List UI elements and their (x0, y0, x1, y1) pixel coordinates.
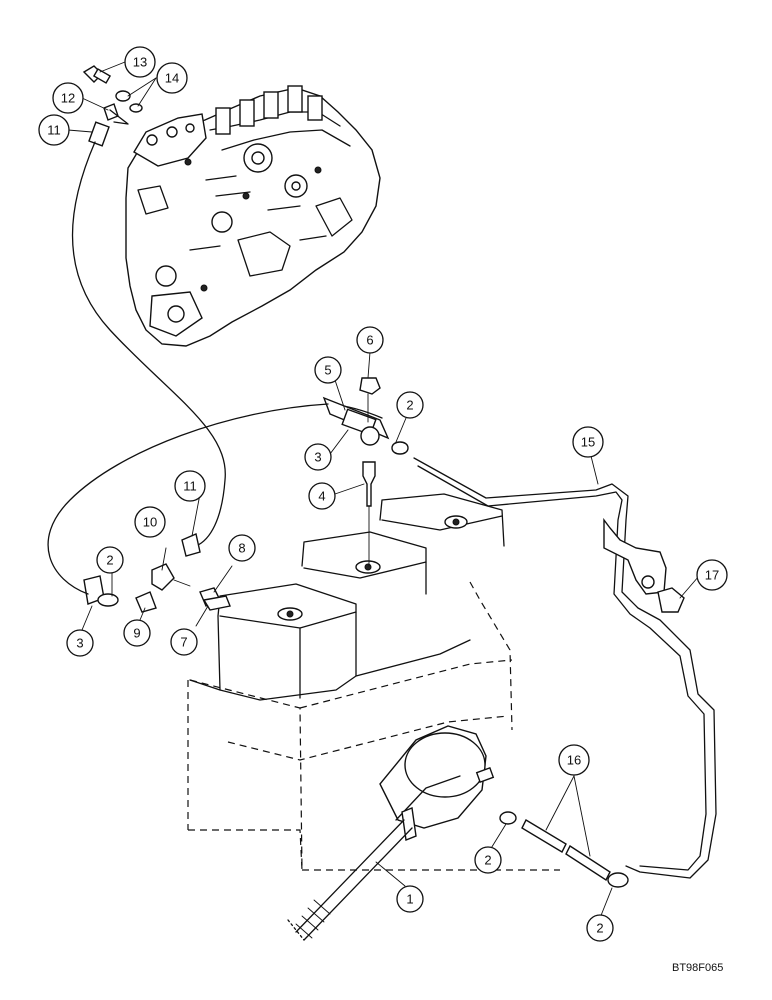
svg-text:15: 15 (581, 435, 595, 450)
callout-6: 6 (356, 326, 384, 354)
svg-text:14: 14 (165, 71, 179, 86)
svg-text:2: 2 (106, 553, 113, 568)
return-hose (71, 141, 226, 547)
callout-1: 1 (396, 885, 424, 913)
callout-14: 14 (156, 62, 188, 94)
svg-text:6: 6 (366, 333, 373, 348)
callout-3: 3 (66, 629, 94, 657)
callouts: 13 14 12 11 6 5 2 3 15 4 11 10 8 2 17 3 … (38, 46, 728, 942)
callout-17: 17 (696, 559, 728, 591)
callout-4: 4 (308, 482, 336, 510)
callout-12: 12 (52, 82, 84, 114)
svg-text:9: 9 (133, 626, 140, 641)
svg-text:8: 8 (238, 541, 245, 556)
vacuum-hose (499, 811, 629, 888)
pump-fittings (82, 65, 143, 147)
svg-text:10: 10 (143, 515, 157, 530)
callout-10: 10 (134, 506, 166, 538)
callout-2: 2 (96, 546, 124, 574)
svg-text:16: 16 (567, 753, 581, 768)
svg-text:1: 1 (406, 892, 413, 907)
valve-cover (189, 493, 505, 701)
callout-11: 11 (174, 470, 206, 502)
callout-3: 3 (304, 443, 332, 471)
banjo-fitting-assembly (322, 377, 409, 567)
callout-7: 7 (170, 628, 198, 656)
callout-2: 2 (396, 391, 424, 419)
svg-text:3: 3 (314, 450, 321, 465)
svg-text:11: 11 (183, 479, 197, 494)
callout-11: 11 (38, 114, 70, 146)
callout-2: 2 (474, 846, 502, 874)
svg-text:2: 2 (406, 398, 413, 413)
fuel-line-assembly (413, 457, 717, 879)
callout-13: 13 (124, 46, 156, 78)
left-fitting-group (83, 533, 231, 613)
svg-text:5: 5 (324, 363, 331, 378)
svg-text:12: 12 (61, 91, 75, 106)
callout-5: 5 (314, 356, 342, 384)
svg-text:4: 4 (318, 489, 325, 504)
svg-text:2: 2 (484, 853, 491, 868)
svg-text:2: 2 (596, 921, 603, 936)
left-leaders (81, 493, 233, 631)
svg-text:13: 13 (133, 55, 147, 70)
callout-9: 9 (123, 619, 151, 647)
center-leaders (329, 351, 407, 495)
svg-text:3: 3 (76, 636, 83, 651)
svg-text:11: 11 (47, 123, 61, 138)
svg-text:17: 17 (705, 568, 719, 583)
right-leaders (589, 451, 700, 599)
engine-head-outline (187, 581, 560, 871)
pump-leaders (67, 61, 157, 133)
vacuum-actuator (287, 725, 495, 941)
callout-2: 2 (586, 914, 614, 942)
figure-reference: BT98F065 (672, 962, 723, 974)
left-hose-loop (47, 403, 329, 595)
callout-15: 15 (572, 426, 604, 458)
callout-8: 8 (228, 534, 256, 562)
svg-text:7: 7 (180, 635, 187, 650)
callout-16: 16 (558, 744, 590, 776)
bottom-leaders (375, 775, 613, 919)
injection-pump (125, 85, 381, 347)
